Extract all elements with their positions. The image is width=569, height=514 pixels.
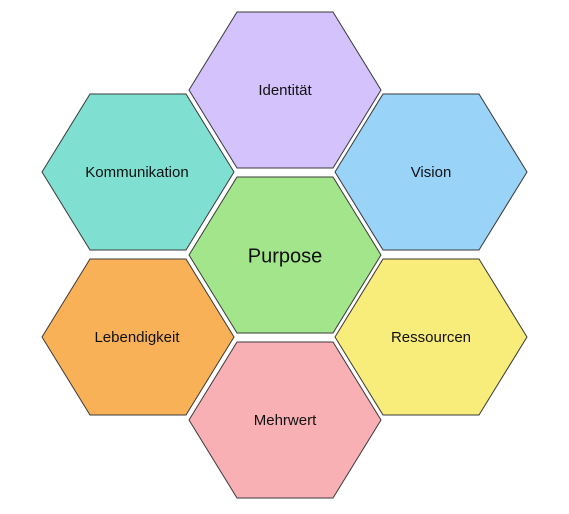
hexagon-ressourcen-label: Ressourcen xyxy=(391,329,471,346)
hexagon-identitaet: Identität xyxy=(188,11,382,169)
hexagon-identitaet-shape xyxy=(188,11,382,169)
hexagon-purpose-label: Purpose xyxy=(248,245,323,267)
hexagon-kommunikation-shape xyxy=(41,93,235,251)
hexagon-ressourcen: Ressourcen xyxy=(334,258,528,416)
hexagon-kommunikation-label: Kommunikation xyxy=(85,164,188,181)
hexagon-vision-label: Vision xyxy=(411,164,452,181)
hexagon-identitaet-label: Identität xyxy=(258,82,312,99)
hexagon-purpose: Purpose xyxy=(188,176,382,334)
hexagon-lebendigkeit: Lebendigkeit xyxy=(41,258,235,416)
hexagon-purpose-shape xyxy=(188,176,382,334)
hexagon-mehrwert: Mehrwert xyxy=(188,341,382,499)
hexagon-ressourcen-shape xyxy=(334,258,528,416)
hexagon-mehrwert-label: Mehrwert xyxy=(254,412,317,429)
hexagon-kommunikation: Kommunikation xyxy=(41,93,235,251)
hexagon-lebendigkeit-label: Lebendigkeit xyxy=(94,329,180,346)
hexagon-mehrwert-shape xyxy=(188,341,382,499)
hexagon-lebendigkeit-shape xyxy=(41,258,235,416)
hexagon-vision-shape xyxy=(334,93,528,251)
hexagon-vision: Vision xyxy=(334,93,528,251)
